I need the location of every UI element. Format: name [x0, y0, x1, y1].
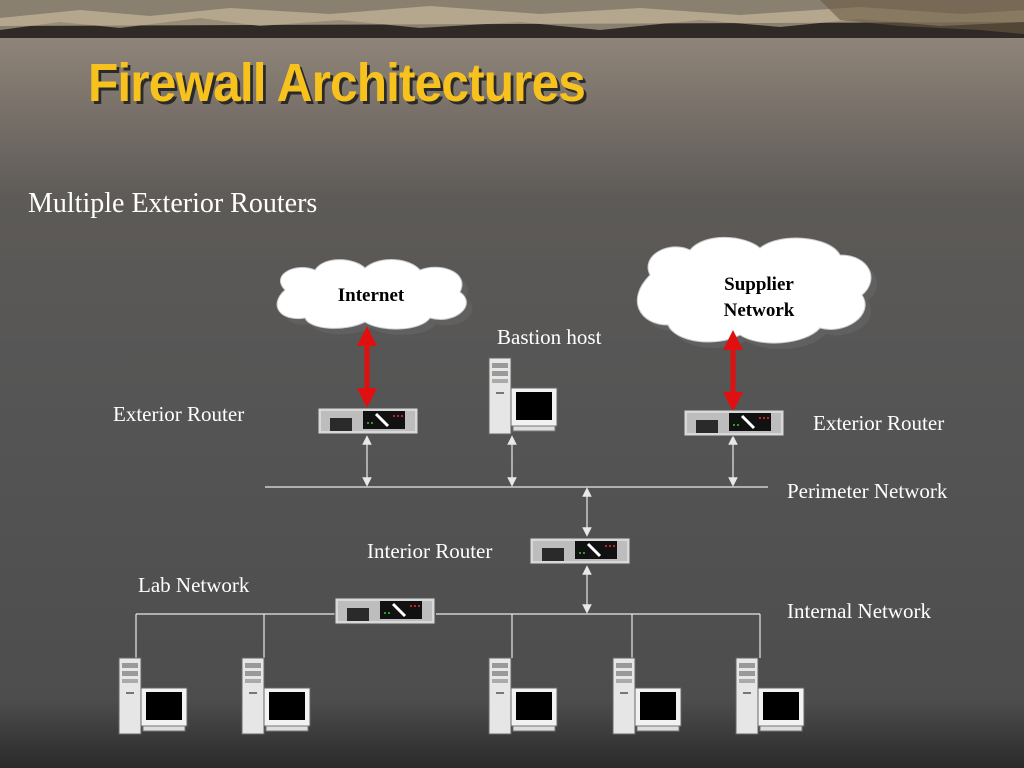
internet-label: Internet — [337, 285, 405, 306]
internal-network-label: Internal Network — [787, 599, 932, 623]
interior-router-icon — [528, 536, 632, 566]
lab-network-label: Lab Network — [138, 573, 250, 597]
internal-computer-icon — [488, 657, 558, 735]
bastion-host-label: Bastion host — [497, 325, 602, 349]
internet-cloud — [276, 259, 473, 336]
lab-computer-icon — [241, 657, 311, 735]
supplier-label-line1: Supplier — [724, 274, 794, 295]
bastion-host-computer-icon — [488, 357, 558, 435]
supplier-network-cloud — [636, 236, 877, 350]
interior-router-label: Interior Router — [367, 539, 493, 563]
exterior-router-right-icon — [682, 408, 786, 438]
slide-subtitle: Multiple Exterior Routers — [28, 188, 318, 219]
lab-router-icon — [333, 596, 437, 626]
perimeter-network-label: Perimeter Network — [787, 479, 948, 503]
internal-computer-icon — [735, 657, 805, 735]
slide-title: Firewall Architectures — [88, 53, 586, 113]
exterior-router-left-label: Exterior Router — [113, 402, 245, 426]
internal-computer-icon — [612, 657, 682, 735]
exterior-router-right-label: Exterior Router — [813, 411, 945, 435]
slide-banner — [0, 0, 1024, 38]
supplier-label-line2: Network — [723, 300, 795, 321]
supplier-network-label: Supplier Network — [700, 272, 818, 324]
exterior-router-left-icon — [316, 406, 420, 436]
lab-computer-icon — [118, 657, 188, 735]
